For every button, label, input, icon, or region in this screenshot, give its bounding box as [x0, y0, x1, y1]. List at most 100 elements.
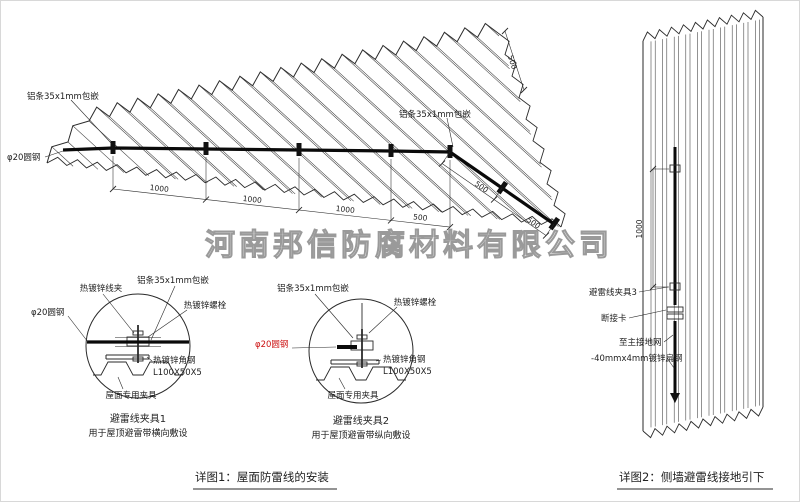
- wall-disconnect-label: 断接卡: [601, 313, 627, 324]
- drawing-shape: [117, 376, 124, 390]
- drawing-shape: [157, 93, 264, 191]
- company-watermark: 河南邦信防腐材料有限公司: [205, 228, 613, 263]
- drawing-shape: [642, 406, 764, 439]
- drawing-shape: [219, 80, 352, 202]
- detail-circle-1: [85, 293, 191, 399]
- drawing-shape: [137, 98, 235, 187]
- drawing-shape: [67, 141, 99, 170]
- drawing-shape: [416, 50, 541, 165]
- d1-title: 避雷线夹具1: [110, 412, 166, 425]
- drawing-shape: [62, 146, 555, 226]
- drawing-shape: [446, 117, 454, 148]
- roof-slope-dim-500-1: 500: [473, 179, 490, 195]
- drawing-shape: [375, 59, 559, 227]
- drawing-shape: [211, 94, 325, 198]
- d1-angle-size-label: L100X50X5: [153, 368, 202, 378]
- side-wall-panel: [642, 9, 764, 439]
- drawing-shape: [341, 54, 527, 223]
- drawing-shape: [150, 285, 176, 341]
- drawing-shape: [423, 36, 532, 135]
- drawing-shape: [88, 22, 499, 122]
- drawing-shape: [112, 188, 451, 228]
- d2-angle-steel-label: 热镀锌角钢: [383, 354, 426, 365]
- drawing-shape: [239, 76, 381, 205]
- drawing-shape: [464, 27, 510, 70]
- caption-detail2: 详图2：侧墙避雷线接地引下: [619, 470, 764, 484]
- d1-strip-label: 铝条35x1mm包嵌: [137, 275, 209, 286]
- drawing-shape: [314, 293, 354, 339]
- caption-detail1: 详图1：屋面防雷线的安装: [195, 470, 329, 484]
- drawing-shape: [356, 361, 368, 367]
- detail2-circle: [308, 298, 414, 404]
- drawing-shape: [666, 357, 675, 369]
- drawing-shape: [477, 37, 509, 67]
- roof-strip-left-label: 铝条35x1mm包嵌: [27, 91, 99, 102]
- wall-flat-steel-label: -40mmx4mm镀锌扁钢: [591, 353, 682, 364]
- drawing-shape: [436, 45, 531, 132]
- drawing-shape: [316, 366, 406, 381]
- roof-strip-right-label: 铝条35x1mm包嵌: [399, 109, 471, 120]
- d2-title: 避雷线夹具2: [333, 414, 389, 427]
- roof-corrugated-panel: [46, 22, 566, 228]
- drawing-shape: [382, 45, 553, 201]
- drawing-shape: [368, 306, 398, 334]
- wire-clamp-mark: [296, 143, 302, 156]
- drawing-shape: [301, 62, 469, 216]
- roof-dim-500-4: 500: [413, 212, 428, 223]
- wall-to-ground-label: 至主接地网: [619, 337, 662, 348]
- wire-clamp-mark: [447, 145, 453, 158]
- drawing-shape: [375, 359, 382, 362]
- to-ground-arrow: [670, 393, 680, 403]
- drawing-shape: [663, 334, 674, 343]
- drawing-shape: [642, 9, 764, 42]
- detail1-circle: [85, 293, 191, 399]
- drawing-shape: [497, 32, 566, 228]
- drawing-shape: [170, 103, 267, 191]
- drawing-shape: [441, 163, 547, 236]
- drawing-shape: [669, 164, 681, 173]
- drawing-shape: [485, 23, 500, 37]
- d1-round-steel-label: φ20圆钢: [31, 307, 64, 318]
- drawing-shape: [44, 150, 64, 158]
- drawing-shape: [362, 49, 556, 227]
- drawing-shape: [291, 346, 337, 349]
- drawing-shape: [252, 85, 384, 206]
- roof-gable-dim-500: 500: [506, 54, 519, 71]
- drawing-shape: [146, 356, 153, 362]
- wire-clamp-mark: [496, 180, 509, 195]
- drawing-shape: [132, 330, 144, 336]
- drawing-shape: [150, 107, 237, 187]
- wire-clamp-mark: [110, 141, 116, 154]
- drawing-shape: [501, 27, 509, 35]
- detail-circle-2: [308, 298, 414, 404]
- drawing-shape: [198, 84, 322, 198]
- drawing-shape: [70, 99, 112, 144]
- drawing-shape: [504, 30, 525, 91]
- drawing-shape: [456, 41, 520, 99]
- drawing-shape: [293, 76, 442, 213]
- drawing-shape: [666, 306, 684, 313]
- roof-dim-1000-3: 1000: [335, 204, 355, 215]
- drawing-shape: [132, 356, 144, 362]
- d1-roof-clamp-label: 屋面专用夹具: [105, 390, 157, 401]
- drawing-shape: [628, 309, 667, 319]
- d1-subtitle: 用于屋顶避雷带横向敷设: [88, 427, 187, 439]
- drawing-shape: [669, 282, 681, 291]
- drawing-shape: [356, 334, 368, 340]
- drawing-shape: [102, 293, 135, 334]
- drawing-shape: [191, 98, 296, 195]
- roof-dim-1000-1: 1000: [149, 183, 169, 194]
- d2-strip-label: 铝条35x1mm包嵌: [277, 283, 349, 294]
- d1-bolt-label: 热镀锌螺栓: [184, 300, 227, 311]
- drawing-shape: [334, 67, 501, 220]
- drawing-shape: [354, 63, 530, 224]
- leader-lines: [44, 99, 773, 490]
- drawing-shape: [178, 89, 293, 194]
- d2-angle-size-label: L100X50X5: [383, 367, 432, 377]
- roof-round-steel-label: φ20圆钢: [7, 152, 40, 163]
- drawing-shape: [338, 377, 346, 390]
- drawing-shape: [638, 286, 669, 293]
- d2-bolt-label: 热镀锌螺栓: [394, 297, 437, 308]
- roof-dim-1000-2: 1000: [242, 194, 262, 205]
